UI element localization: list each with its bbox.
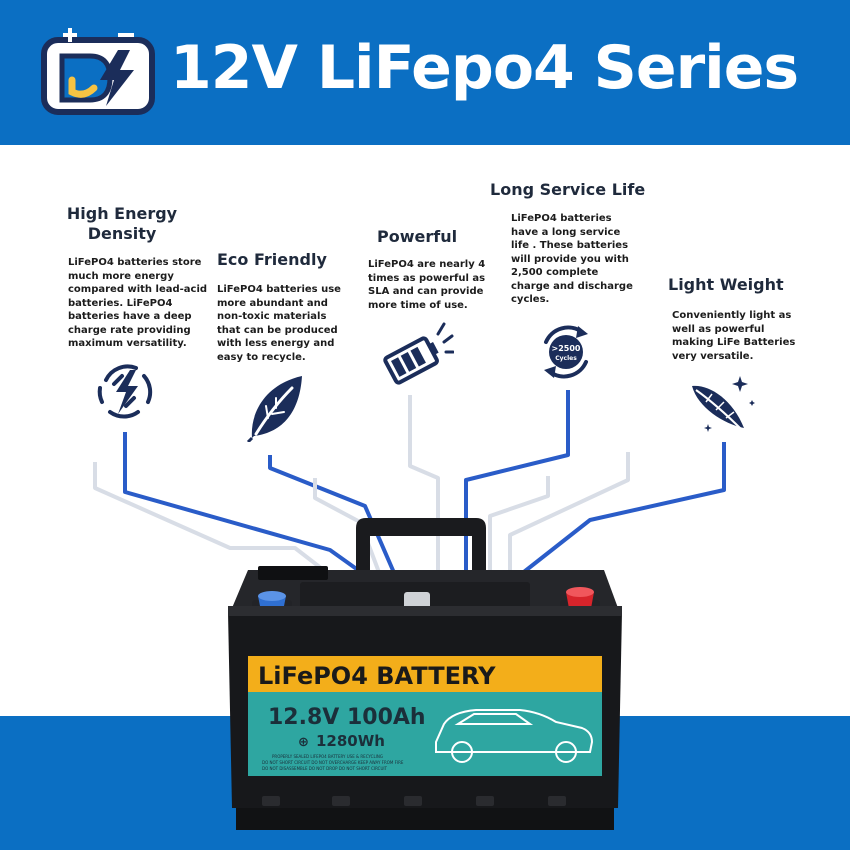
leaf-icon bbox=[246, 376, 302, 442]
feature-title-line: Light Weight bbox=[668, 275, 784, 294]
feature-title-line: High Energy bbox=[66, 204, 178, 223]
desc-line: much more energy bbox=[68, 270, 174, 282]
desc-line: batteries have a deep bbox=[68, 311, 192, 322]
car-icon bbox=[435, 709, 594, 763]
feature-title-line: Powerful bbox=[377, 227, 458, 246]
header-band: 12V LiFepo4 Series bbox=[0, 0, 850, 145]
feature-title-long-service-life: Long Service Life bbox=[490, 180, 660, 200]
desc-line: 2,500 complete bbox=[511, 267, 599, 278]
battery-warning-line: DO NOT DISASSEMBLE DO NOT DROP DO NOT SH… bbox=[262, 766, 388, 771]
feature-desc-eco-friendly: LiFePO4 batteries use more abundant and … bbox=[217, 283, 357, 364]
desc-line: charge rate providing bbox=[68, 324, 191, 336]
cycle-unit-label: Cycles bbox=[555, 355, 577, 362]
battery-energy: 1280Wh bbox=[316, 732, 385, 750]
desc-line: will provide you with bbox=[511, 253, 629, 265]
feather-icon bbox=[692, 376, 755, 432]
feature-title-line: Density bbox=[87, 224, 157, 243]
feature-title-light-weight: Light Weight bbox=[668, 275, 808, 295]
desc-line: LiFePO4 batteries store bbox=[68, 257, 202, 268]
cycle-icon: >2500 Cycles bbox=[544, 325, 588, 379]
battery-brand-label: LiFePO4 BATTERY bbox=[258, 662, 496, 690]
desc-line: LiFePO4 are nearly 4 bbox=[368, 259, 486, 270]
desc-line: LiFePO4 batteries bbox=[511, 213, 612, 224]
desc-line: compared with lead-acid bbox=[68, 284, 208, 295]
desc-line: LiFePO4 batteries use bbox=[217, 284, 341, 295]
desc-line: batteries. LiFePO4 bbox=[68, 297, 173, 309]
battery-energy-symbol: ⊕ bbox=[298, 735, 309, 750]
desc-line: charge and discharge bbox=[511, 280, 633, 292]
battery-warning-line: DO NOT SHORT CIRCUIT DO NOT OVERCHARGE K… bbox=[262, 760, 404, 765]
battery-lightning-logo-icon bbox=[41, 28, 155, 115]
battery-label-bottom bbox=[248, 692, 602, 776]
feature-title-powerful: Powerful bbox=[377, 227, 497, 247]
desc-line: life . These batteries bbox=[511, 240, 629, 251]
desc-line: well as powerful bbox=[672, 323, 765, 335]
feature-title-eco-friendly: Eco Friendly bbox=[217, 250, 357, 270]
desc-line: Conveniently light as bbox=[672, 310, 792, 321]
page-title: 12V LiFepo4 Series bbox=[170, 33, 799, 103]
cycle-count-label: >2500 bbox=[552, 344, 581, 353]
desc-line: more abundant and bbox=[217, 297, 328, 309]
desc-line: that can be produced bbox=[217, 324, 338, 336]
desc-line: easy to recycle. bbox=[217, 351, 306, 363]
battery-warning-line: PROPERLY SEALED LIFEPO4 BATTERY USE & RE… bbox=[272, 754, 383, 759]
feature-desc-high-energy-density: LiFePO4 batteries store much more energy… bbox=[68, 256, 208, 351]
battery-handle bbox=[356, 518, 486, 580]
energy-bolt-icon bbox=[97, 364, 153, 419]
desc-line: more time of use. bbox=[368, 299, 468, 311]
feature-desc-light-weight: Conveniently light as well as powerful m… bbox=[672, 309, 802, 363]
battery-label-top bbox=[248, 656, 602, 692]
battery-base bbox=[236, 808, 614, 830]
desc-line: SLA and can provide bbox=[368, 286, 484, 297]
desc-line: very versatile. bbox=[672, 350, 754, 362]
battery-spec: 12.8V 100Ah bbox=[268, 705, 426, 730]
feature-desc-powerful: LiFePO4 are nearly 4 times as powerful a… bbox=[368, 258, 498, 312]
feature-title-line: Eco Friendly bbox=[217, 250, 327, 269]
desc-line: cycles. bbox=[511, 294, 550, 305]
desc-line: have a long service bbox=[511, 226, 621, 238]
feature-desc-long-service-life: LiFePO4 batteries have a long service li… bbox=[511, 212, 641, 307]
desc-line: maximum versatility. bbox=[68, 338, 187, 349]
feature-title-high-energy-density: High Energy Density bbox=[62, 204, 182, 244]
desc-line: non-toxic materials bbox=[217, 311, 327, 322]
desc-line: times as powerful as bbox=[368, 272, 486, 284]
desc-line: with less energy and bbox=[217, 338, 335, 349]
desc-line: making LiFe Batteries bbox=[672, 337, 796, 348]
battery-cells-icon bbox=[383, 322, 454, 385]
feature-title-line: Long Service Life bbox=[490, 180, 646, 199]
